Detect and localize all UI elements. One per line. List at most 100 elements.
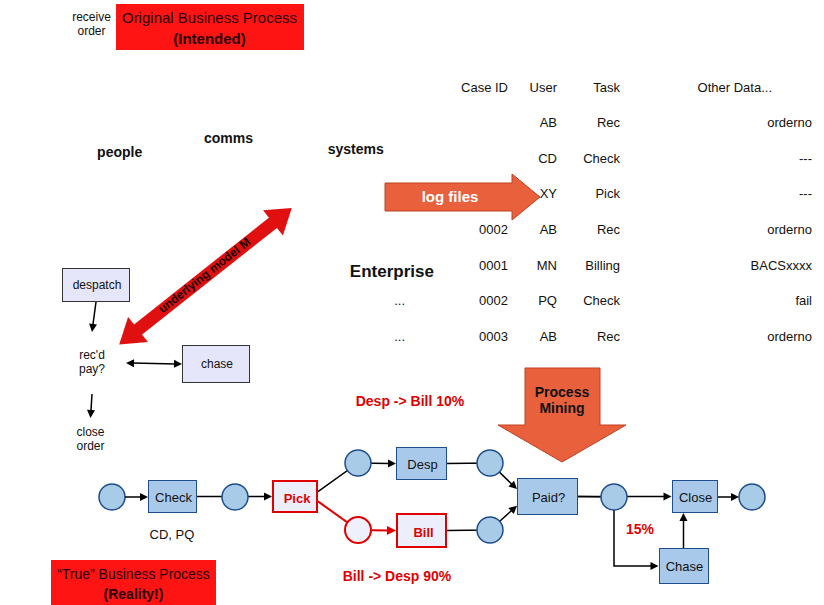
highlighted-transition: Bill (396, 513, 447, 548)
cloud-outline (10, 37, 455, 318)
connector (89, 302, 97, 332)
connector-line (683, 519, 685, 548)
connector-line (91, 394, 92, 412)
table-cell: Check (583, 294, 620, 309)
arrowhead (263, 208, 292, 235)
database-cylinder (345, 96, 418, 162)
arrow-label: log files (422, 188, 479, 205)
table-cell: AB (540, 223, 557, 238)
table-cell: fail (795, 294, 812, 309)
arrowhead (664, 493, 672, 501)
terminal-ellipse: receive order (60, 4, 123, 46)
node-text: Check (155, 490, 192, 505)
model-arrow (119, 208, 292, 344)
person-disc (84, 116, 156, 188)
place-circle (222, 484, 248, 510)
table-cell: ... (394, 330, 405, 345)
table-cell: Rec (597, 330, 620, 345)
table-cell: Billing (585, 259, 620, 274)
petri-arcs (125, 493, 739, 501)
node-text: close order (65, 426, 117, 454)
arrowhead (87, 410, 95, 418)
connector (87, 394, 95, 418)
table-cell: 0002 (479, 294, 508, 309)
table-row (342, 105, 824, 141)
arrowhead (679, 513, 687, 521)
person-disc (102, 102, 174, 174)
arrowhead (126, 359, 134, 367)
cylinder-rim (319, 122, 392, 130)
place-circle (477, 517, 503, 543)
place-circle (99, 484, 125, 510)
place-circle (739, 484, 765, 510)
table-cell: BACSxxxx (751, 259, 812, 274)
table-cell: AB (540, 116, 557, 131)
transition-box: Desp (396, 447, 447, 480)
connector (126, 359, 182, 368)
annotation: CD, PQ (150, 528, 195, 543)
table-cell: AB (540, 330, 557, 345)
place-circle (601, 484, 627, 510)
node-text: receive order (64, 11, 120, 39)
table-cell: Rec (597, 223, 620, 238)
systems-icon (318, 96, 420, 184)
decision-diamond: rec'd pay? (58, 332, 126, 394)
table-header: Case ID (461, 81, 508, 96)
arrowhead (508, 481, 517, 489)
hidden-process-box (62, 64, 102, 104)
cylinder-rim (345, 104, 418, 112)
table-row (342, 70, 824, 105)
table-cell: Check (583, 152, 620, 167)
transition-box: Close (672, 480, 718, 513)
database-cylinder (319, 114, 392, 180)
nav-symbols (606, 592, 808, 601)
node-text: Chase (666, 560, 704, 575)
log-files-arrow (385, 174, 540, 220)
log-table (342, 70, 824, 355)
node-text: “True” Business Process (57, 565, 210, 581)
table-cell: ... (394, 294, 405, 309)
petri-places (99, 450, 765, 543)
arrow-label: Process Mining (526, 384, 598, 416)
table-cell: PQ (538, 294, 557, 309)
node-text: chase (201, 358, 233, 372)
table-cell: orderno (767, 116, 812, 131)
place-circle (345, 450, 371, 476)
table-cell: XY (540, 187, 557, 202)
arrowhead (508, 506, 517, 514)
node-text: (Reality!) (104, 586, 164, 602)
transition-box: Paid? (517, 478, 578, 515)
process-box: despatch (62, 268, 130, 302)
table-row (342, 248, 824, 283)
edge-label: underlying model M (157, 236, 255, 317)
node-text: comms (204, 130, 253, 146)
arrowhead (89, 324, 97, 332)
speech-bubble (225, 100, 301, 153)
table-cell: MN (537, 259, 557, 274)
hidden-process-box (6, 160, 40, 216)
table-row (342, 212, 824, 248)
node-text: (Intended) (173, 30, 246, 47)
table-cell: 0001 (479, 259, 508, 274)
table-row (342, 141, 824, 177)
cylinder-rim (332, 111, 405, 119)
table-cell: Rec (597, 116, 620, 131)
connector-line (132, 362, 175, 364)
table-row (342, 283, 824, 319)
table-row (342, 319, 824, 355)
table-cell: CD (538, 152, 557, 167)
ellipse-outline (61, 5, 122, 45)
node-text: Bill (413, 525, 433, 540)
arrowhead (387, 526, 396, 535)
table-cell: Pick (595, 187, 620, 202)
arrowhead (651, 562, 659, 570)
table-header: User (530, 81, 557, 96)
diamond-outline (59, 333, 125, 393)
connector (679, 513, 687, 548)
title-box: “True” Business Process (Reality!) (51, 560, 216, 605)
comms-icon-node: comms (186, 98, 304, 186)
speech-bubble (179, 110, 274, 184)
node-text: Close (679, 490, 712, 505)
arrowhead (174, 360, 182, 368)
annotation: Desp -> Bill 10% (356, 393, 465, 409)
